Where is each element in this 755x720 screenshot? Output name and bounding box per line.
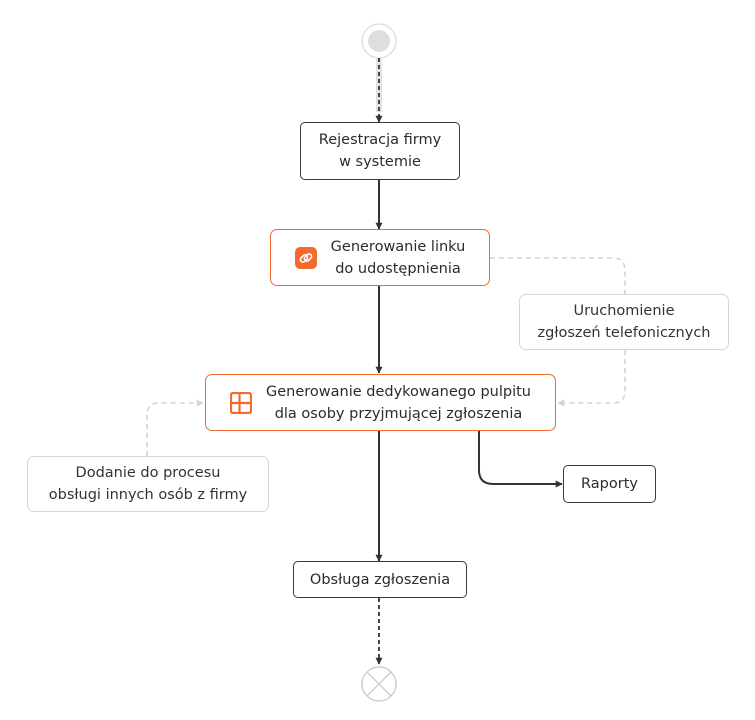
edge-add-people-to-dashboard [146,399,204,456]
node-dashboard-label: Generowanie dedykowanego pulpitu dla oso… [265,383,531,422]
edge-phone-reports-to-dashboard [557,350,626,407]
node-add-people[interactable]: Dodanie do procesu obsługi innych osób z… [27,456,269,512]
node-add-people-label: Dodanie do procesu obsługi innych osób z… [48,465,248,503]
node-dashboard[interactable]: Generowanie dedykowanego pulpitu dla oso… [205,374,556,431]
node-reports-label: Raporty [581,476,638,492]
node-share-link-label: Generowanie linku do udostępnienia [330,238,466,277]
node-phone-reports-label: Uruchomienie zgłoszeń telefonicznych [537,303,711,341]
node-registration-label: Rejestracja firmy w systemie [318,132,442,170]
edge-dashboard-to-reports [478,431,563,488]
node-handling[interactable]: Obsługa zgłoszenia [293,561,467,598]
link-icon [294,246,317,269]
node-registration[interactable]: Rejestracja firmy w systemie [300,122,460,180]
node-handling-label: Obsługa zgłoszenia [309,571,451,588]
end-event-cross-icon [361,666,397,702]
dashboard-grid-icon [229,391,253,414]
node-phone-reports[interactable]: Uruchomienie zgłoszeń telefonicznych [519,294,729,350]
start-event-icon [361,23,397,59]
edge-share-link-to-phone-reports [490,257,626,294]
node-share-link[interactable]: Generowanie linku do udostępnienia [270,229,490,286]
node-reports[interactable]: Raporty [563,465,656,503]
